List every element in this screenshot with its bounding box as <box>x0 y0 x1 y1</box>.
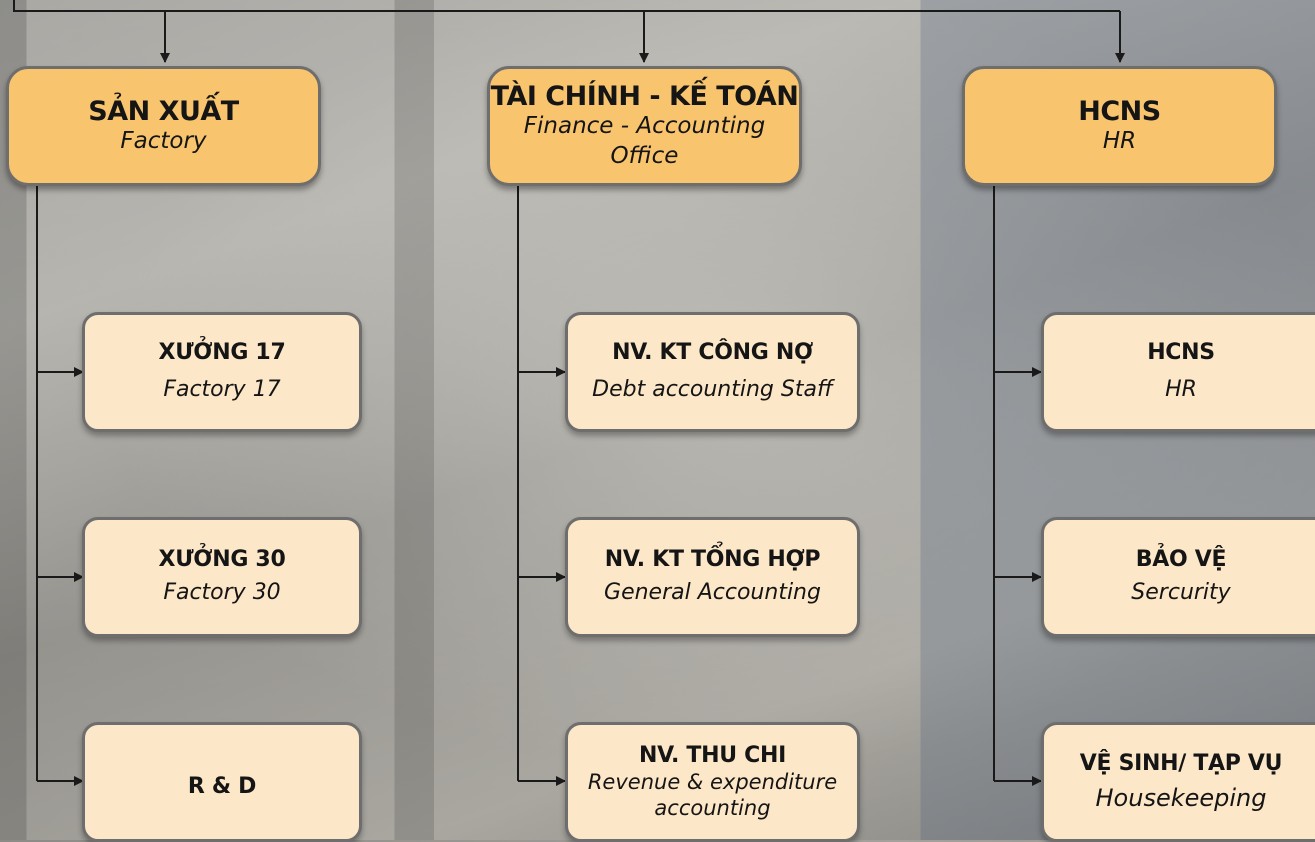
unit-subtitle: Revenue & expenditure accounting <box>587 769 838 821</box>
dept-tai-chinh-box: TÀI CHÍNH - KẾ TOÁN Finance - Accounting… <box>487 66 802 186</box>
dept-title: SẢN XUẤT <box>88 95 239 127</box>
unit-xuong-17-box: XƯỞNG 17 Factory 17 <box>82 312 362 432</box>
unit-title: NV. KT CÔNG NỢ <box>612 340 813 366</box>
unit-title: VỆ SINH/ TẠP VỤ <box>1079 750 1283 776</box>
unit-title: HCNS <box>1147 340 1215 366</box>
unit-title: NV. THU CHI <box>638 742 786 768</box>
unit-kt-tong-hop-box: NV. KT TỔNG HỢP General Accounting <box>565 517 860 637</box>
dept-subtitle: HR <box>1102 127 1137 154</box>
top-bus-line <box>13 0 1120 12</box>
unit-ve-sinh-box: VỆ SINH/ TẠP VỤ Housekeeping <box>1041 722 1315 842</box>
dept-san-xuat-box: SẢN XUẤT Factory <box>6 66 321 186</box>
unit-subtitle: Debt accounting Staff <box>592 377 833 403</box>
unit-subtitle: Factory 30 <box>163 580 281 606</box>
unit-xuong-30-box: XƯỞNG 30 Factory 30 <box>82 517 362 637</box>
dept-subtitle: Finance - Accounting Office <box>523 112 766 169</box>
unit-title: NV. KT TỔNG HỢP <box>604 547 821 573</box>
unit-title: R & D <box>187 773 257 799</box>
dept-title: HCNS <box>1078 95 1161 127</box>
unit-title: XƯỞNG 30 <box>158 547 286 573</box>
dept-hcns-box: HCNS HR <box>962 66 1277 186</box>
unit-subtitle: General Accounting <box>604 580 821 606</box>
unit-hcns-box: HCNS HR <box>1041 312 1315 432</box>
unit-kt-cong-no-box: NV. KT CÔNG NỢ Debt accounting Staff <box>565 312 860 432</box>
unit-bao-ve-box: BẢO VỆ Sercurity <box>1041 517 1315 637</box>
unit-subtitle: HR <box>1165 377 1197 403</box>
unit-title: BẢO VỆ <box>1135 547 1227 573</box>
unit-subtitle: Housekeeping <box>1095 784 1267 813</box>
unit-title: XƯỞNG 17 <box>158 340 286 366</box>
unit-thu-chi-box: NV. THU CHI Revenue & expenditure accoun… <box>565 722 860 842</box>
unit-rd-box: R & D <box>82 722 362 842</box>
dept-subtitle: Factory <box>120 127 207 154</box>
dept-title: TÀI CHÍNH - KẾ TOÁN <box>490 80 799 112</box>
unit-subtitle: Sercurity <box>1131 580 1231 606</box>
unit-subtitle: Factory 17 <box>163 377 281 403</box>
